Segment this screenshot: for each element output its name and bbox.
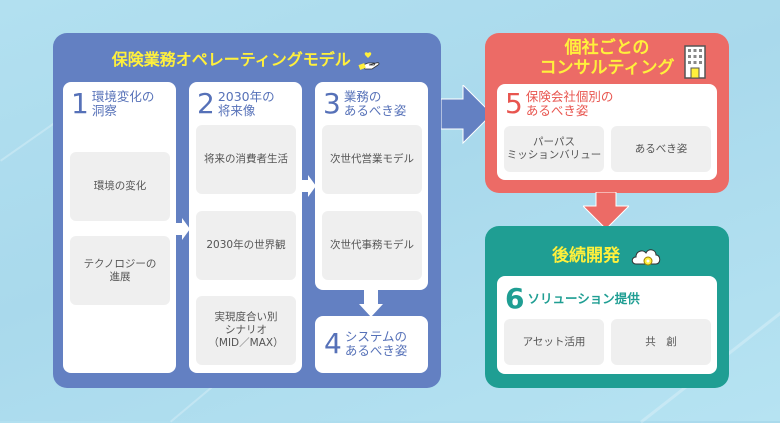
step-4-card: 4 システムの あるべき姿 xyxy=(315,316,428,373)
item-ideal-state: あるべき姿 xyxy=(611,126,711,172)
step-6-card: 6 ソリューション提供 アセット活用 共 創 xyxy=(497,276,717,374)
step-3-title-line: あるべき姿 xyxy=(343,103,407,118)
step-3-title-line: 業務の xyxy=(343,89,382,104)
operating-model-title-text: 保険業務オペレーティングモデル xyxy=(111,50,351,69)
building-icon xyxy=(684,45,706,79)
item-co-creation: 共 創 xyxy=(611,319,711,365)
step-1-title-line: 洞察 xyxy=(91,103,117,118)
consulting-title: 個社ごとの コンサルティング xyxy=(485,38,729,78)
step-2-title-line: 2030年の xyxy=(217,89,275,104)
step-2-title-line: 将来像 xyxy=(217,103,256,118)
item-scenarios: 実現度合い別 シナリオ （MID／MAX） xyxy=(196,296,296,365)
item-2030-worldview: 2030年の世界観 xyxy=(196,211,296,280)
step-5-title-line: あるべき姿 xyxy=(525,103,589,118)
step-6-number: 6 xyxy=(505,282,525,315)
arrow-step2-to-step3 xyxy=(302,175,316,197)
step-3-card: 3 業務の あるべき姿 次世代営業モデル 次世代事務モデル xyxy=(315,82,428,290)
step-4-title-line: あるべき姿 xyxy=(344,343,408,358)
item-technology-progress: テクノロジーの 進展 xyxy=(70,236,170,305)
step-4-title-line: システムの xyxy=(344,329,407,344)
cloud-gear-icon xyxy=(631,249,661,266)
arrow-step3-to-step4 xyxy=(359,290,383,317)
step-2-card: 2 2030年の 将来像 将来の消費者生活 2030年の世界観 実現度合い別 シ… xyxy=(189,82,302,373)
step-4-number: 4 xyxy=(324,327,342,360)
step-1-title-line: 環境変化の xyxy=(91,89,155,104)
step-6-title: ソリューション提供 xyxy=(527,291,640,306)
step-2-number: 2 xyxy=(197,87,215,120)
step-3-number: 3 xyxy=(323,87,341,120)
operating-model-title: 保険業務オペレーティングモデル xyxy=(53,46,441,71)
item-asset-utilization: アセット活用 xyxy=(504,319,604,365)
item-next-gen-sales-model: 次世代営業モデル xyxy=(322,125,422,194)
hand-heart-icon xyxy=(358,51,380,70)
item-environment-change: 環境の変化 xyxy=(70,152,170,221)
step-5-title-line: 保険会社個別の xyxy=(525,89,614,104)
step-1-number: 1 xyxy=(71,87,89,120)
consulting-title-line: 個社ごとの xyxy=(564,38,650,58)
arrow-step1-to-step2 xyxy=(176,218,190,240)
consulting-title-line: コンサルティング xyxy=(539,58,675,78)
step-5-number: 5 xyxy=(505,87,523,120)
arrow-model-to-consulting xyxy=(441,85,493,145)
item-future-consumer-life: 将来の消費者生活 xyxy=(196,125,296,194)
step-5-card: 5 保険会社個別の あるべき姿 パーパス ミッションバリュー あるべき姿 xyxy=(497,84,717,180)
step-1-card: 1 環境変化の 洞察 環境の変化 テクノロジーの 進展 xyxy=(63,82,176,373)
item-purpose-mission-value: パーパス ミッションバリュー xyxy=(504,126,604,172)
item-next-gen-admin-model: 次世代事務モデル xyxy=(322,211,422,280)
development-title: 後続開発 xyxy=(485,241,729,268)
development-title-text: 後続開発 xyxy=(552,246,621,266)
arrow-consulting-to-development xyxy=(583,192,629,230)
